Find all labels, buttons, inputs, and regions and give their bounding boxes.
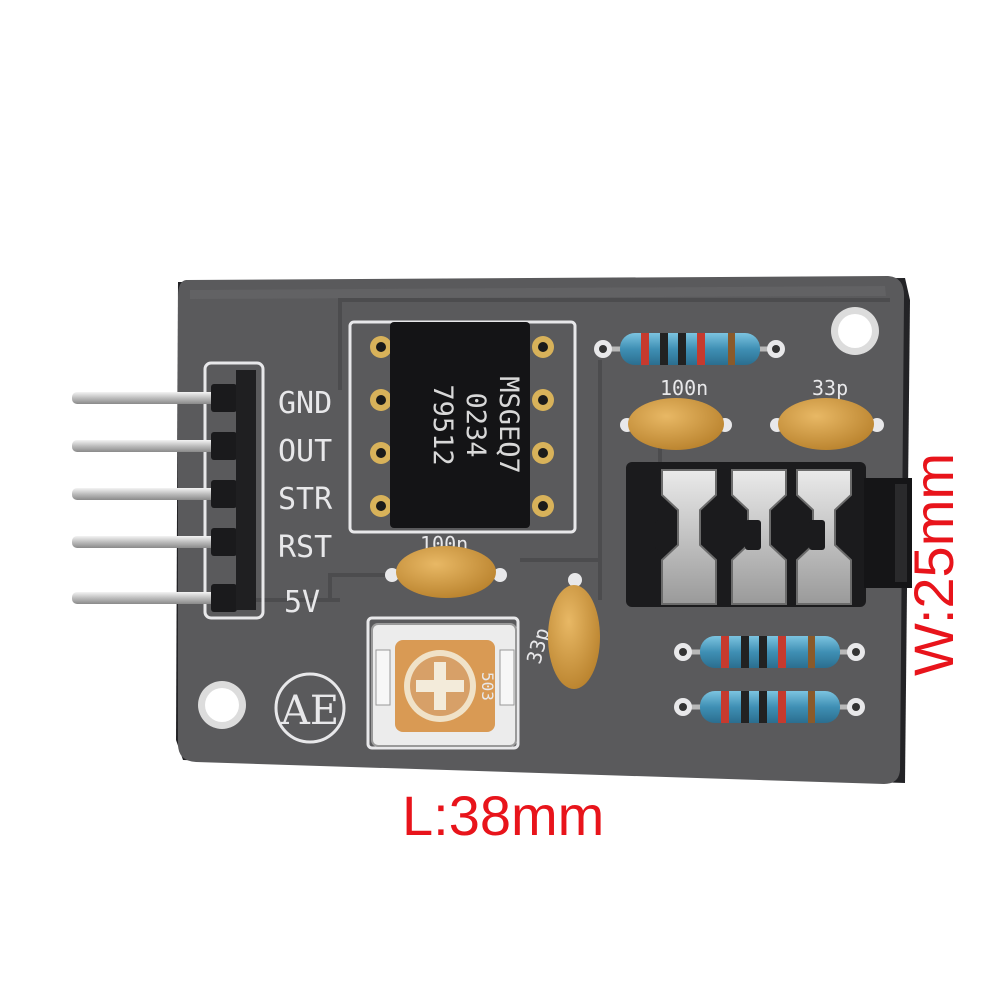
ic-marking-line1: MSGEQ7 — [493, 376, 524, 474]
potentiometer: 503 — [366, 616, 520, 750]
cap-label-c2: 33p — [812, 376, 848, 400]
resistor-top — [594, 333, 785, 365]
capacitor-c1 — [620, 398, 732, 450]
length-dimension-label: L:38mm — [402, 784, 605, 847]
ae-logo: AE — [274, 672, 346, 744]
capacitor-c3 — [385, 546, 507, 598]
resistor-bottom — [674, 691, 865, 723]
mounting-holes — [198, 307, 879, 729]
header-pins — [72, 370, 256, 612]
pin-label-str: STR — [278, 482, 333, 517]
capacitor-c2 — [770, 398, 884, 450]
width-dimension-label: W:25mm — [902, 453, 965, 676]
pin-label-gnd: GND — [278, 386, 332, 421]
pot-marking: 503 — [478, 672, 497, 701]
pin-labels: GND OUT STR RST 5V — [278, 386, 333, 620]
audio-jack — [626, 462, 912, 607]
ic-marking: MSGEQ7 0234 79512 — [427, 376, 524, 474]
logo-text: AE — [280, 688, 339, 734]
pin-label-5v: 5V — [284, 585, 320, 620]
cap-label-c1: 100n — [660, 376, 708, 400]
ic-chip — [390, 322, 530, 528]
ic-marking-line2: 0234 — [460, 392, 491, 457]
pin-label-rst: RST — [278, 530, 332, 565]
pin-label-out: OUT — [278, 434, 332, 469]
ic-marking-line3: 79512 — [427, 384, 458, 465]
resistor-mid — [674, 636, 865, 668]
capacitor-c4 — [548, 573, 600, 689]
